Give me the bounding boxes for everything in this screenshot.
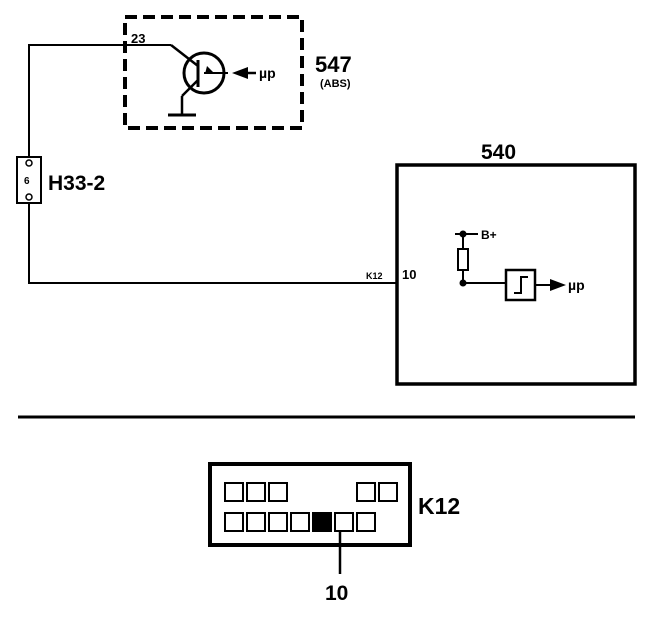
ecu-540-connector-ref: K12 (366, 271, 383, 281)
ecu-547-subtitle: (ABS) (320, 78, 351, 90)
ecu-547-signal-label: µp (259, 65, 276, 81)
connector-h33-pin: 6 (24, 176, 30, 187)
connector-pin (224, 482, 244, 502)
connector-pin (268, 512, 288, 532)
connector-pin (356, 512, 376, 532)
connector-pin (268, 482, 288, 502)
signal-arrow-icon (232, 67, 248, 79)
ecu-540-id: 540 (481, 141, 516, 164)
connector-k12-label: K12 (418, 493, 460, 519)
ecu-540-signal-label: µp (568, 277, 585, 293)
pull-up-resistor-icon (457, 248, 469, 271)
connector-k12-pin-callout: 10 (325, 582, 348, 605)
ground-icon (168, 96, 196, 117)
output-arrow-icon (550, 279, 566, 291)
connector-k12-pins (224, 482, 398, 532)
ecu-540-box (395, 163, 637, 386)
ecu-540-supply-label: B+ (481, 228, 497, 242)
connector-h33-label: H33-2 (48, 172, 105, 195)
connector-h33-2 (16, 156, 42, 204)
connector-pin (246, 482, 266, 502)
connector-pin (246, 512, 266, 532)
connector-pin (290, 512, 310, 532)
connector-pin (334, 512, 354, 532)
connector-pin-highlighted (312, 512, 332, 532)
ecu-540-pin-label: 10 (402, 267, 416, 282)
connector-pin (224, 512, 244, 532)
transistor-icon (170, 44, 228, 97)
ecu-547-pin-label: 23 (131, 31, 145, 46)
signal-wire-lower (28, 200, 398, 284)
connector-k12-housing (208, 462, 412, 547)
connector-pin (356, 482, 376, 502)
ecu-547-id: 547 (315, 52, 352, 77)
signal-wire (28, 44, 171, 160)
connector-pin (378, 482, 398, 502)
